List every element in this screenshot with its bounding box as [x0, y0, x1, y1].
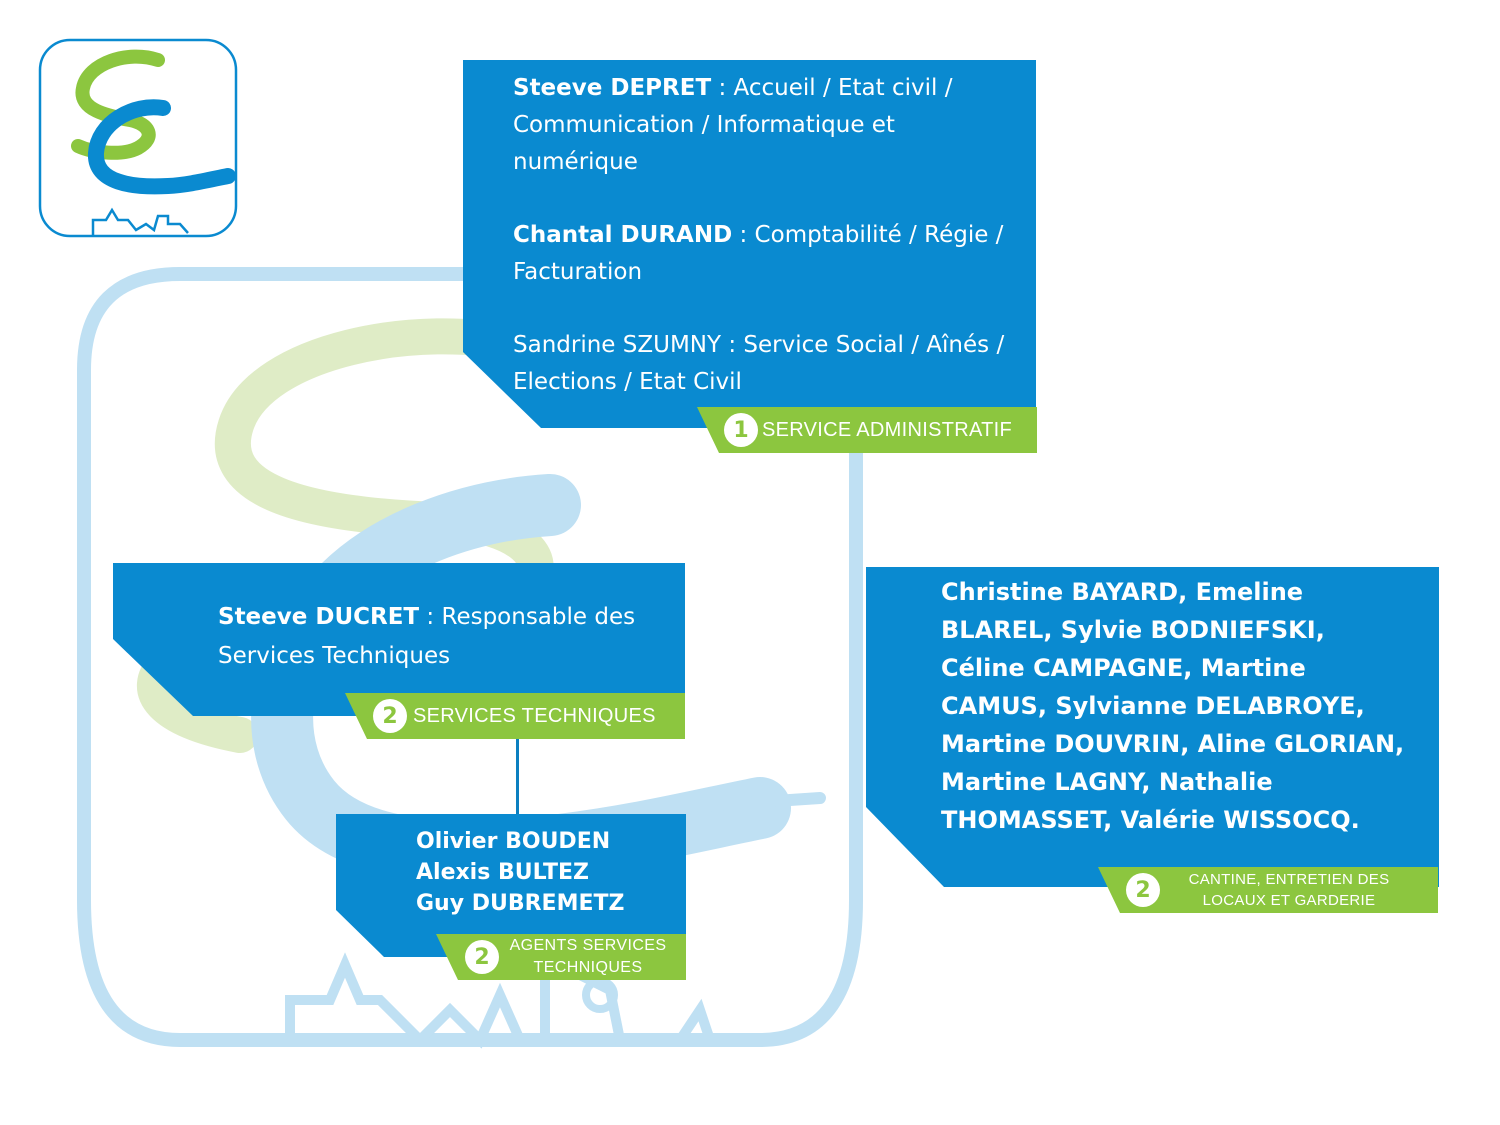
agents-services-techniques-card: Olivier BOUDEN Alexis BULTEZ Guy DUBREME…	[336, 814, 686, 957]
agents-list: Olivier BOUDEN Alexis BULTEZ Guy DUBREME…	[416, 826, 676, 919]
agent-name: Olivier BOUDEN	[416, 829, 611, 854]
entry-durand-role: : Comptabilité / Régie / Facturation	[513, 222, 1004, 285]
entry-durand-name: Chantal DURAND	[513, 222, 733, 248]
entry-ducret: Steeve DUCRET : Responsable des Services…	[218, 598, 658, 676]
cantine-card: Christine BAYARD, Emeline BLAREL, Sylvie…	[866, 567, 1439, 887]
entry-ducret-name: Steeve DUCRET	[218, 604, 420, 630]
connector-line	[516, 739, 519, 814]
agent-name: Alexis BULTEZ	[416, 860, 589, 885]
skyline-outline	[285, 952, 715, 1049]
tag-number-badge: 2	[373, 699, 407, 733]
skyline-tree	[582, 977, 618, 1013]
blue-swoosh-tail	[694, 792, 826, 812]
service-administratif-tag: 1 SERVICE ADMINISTRATIF	[697, 407, 1037, 453]
tag-label: SERVICES TECHNIQUES	[413, 704, 656, 727]
cantine-members: Christine BAYARD, Emeline BLAREL, Sylvie…	[941, 578, 1405, 834]
entry-depret-role: : Accueil / Etat civil / Communication /…	[513, 75, 953, 175]
agent-name: Guy DUBREMETZ	[416, 891, 625, 916]
entry-szumny: Sandrine SZUMNY : Service Social / Aînés…	[513, 332, 1005, 395]
tag-label: AGENTS SERVICES TECHNIQUES	[509, 937, 667, 976]
town-logo-icon	[38, 38, 238, 238]
tag-number-badge: 1	[724, 413, 758, 447]
entry-durand: Chantal DURAND : Comptabilité / Régie / …	[513, 217, 1013, 291]
agents-services-techniques-tag: 2 AGENTS SERVICES TECHNIQUES	[436, 934, 686, 980]
entry-depret: Steeve DEPRET : Accueil / Etat civil / C…	[513, 70, 1013, 181]
services-techniques-tag: 2 SERVICES TECHNIQUES	[345, 693, 685, 739]
tag-label: CANTINE, ENTRETIEN DES LOCAUX ET GARDERI…	[1188, 871, 1390, 909]
tag-number-badge: 2	[1126, 873, 1160, 907]
tag-number-badge: 2	[465, 940, 499, 974]
cantine-tag: 2 CANTINE, ENTRETIEN DES LOCAUX ET GARDE…	[1098, 867, 1438, 913]
services-techniques-card: Steeve DUCRET : Responsable des Services…	[113, 563, 685, 716]
entry-depret-name: Steeve DEPRET	[513, 75, 712, 101]
town-logo	[38, 38, 238, 238]
entry-ducret-role: : Responsable des Services Techniques	[218, 604, 636, 669]
service-administratif-card: Steeve DEPRET : Accueil / Etat civil / C…	[463, 60, 1036, 428]
tag-label: SERVICE ADMINISTRATIF	[762, 418, 1013, 441]
